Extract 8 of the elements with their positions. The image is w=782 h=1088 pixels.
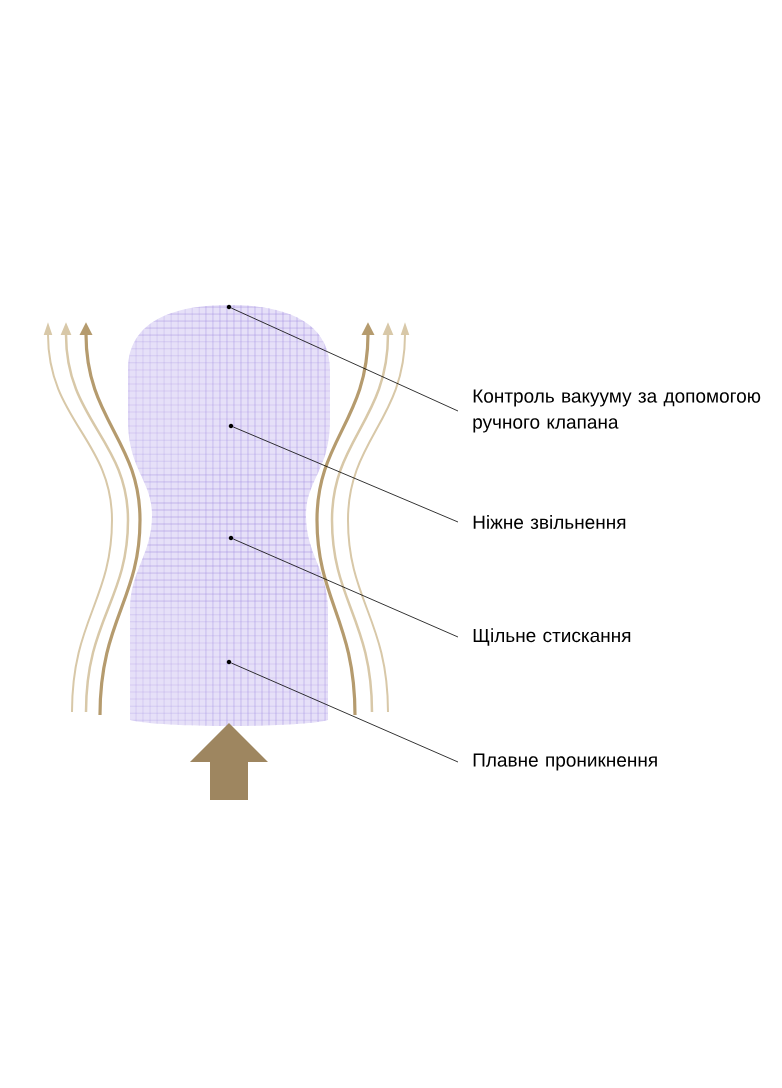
callout-text: Щільне стискання xyxy=(473,628,631,646)
leader-line xyxy=(232,426,459,523)
leader-line xyxy=(230,307,459,412)
callout-text: Контроль вакууму за допомогою ручного клапана xyxy=(473,389,761,433)
callout-text: Ніжне звільнення xyxy=(473,515,626,529)
leader-line xyxy=(232,538,459,638)
callout-text: Плавне проникнення xyxy=(473,753,657,771)
leader-line xyxy=(230,662,459,763)
